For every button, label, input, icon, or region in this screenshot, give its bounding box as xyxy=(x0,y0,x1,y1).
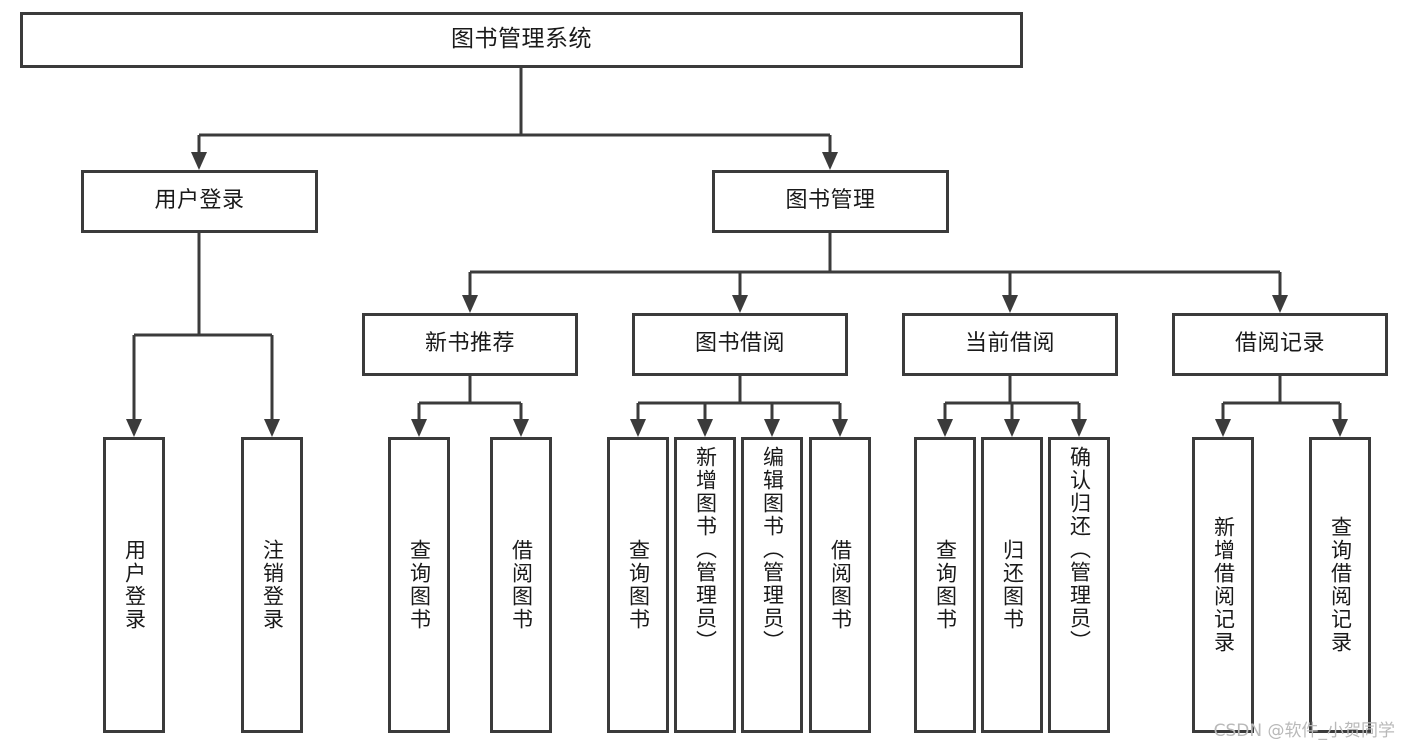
leaf-label: 查询图书 xyxy=(933,539,958,631)
leaf-borrow-record-query[interactable]: 查询借阅记录 xyxy=(1309,437,1371,733)
leaf-new-book-borrow[interactable]: 借阅图书 xyxy=(490,437,552,733)
node-new-book-recommend[interactable]: 新书推荐 xyxy=(362,313,578,376)
leaf-new-book-query[interactable]: 查询图书 xyxy=(388,437,450,733)
leaf-label: 用户登录 xyxy=(122,539,147,631)
leaf-user-login-signin[interactable]: 用户登录 xyxy=(103,437,165,733)
node-root-label: 图书管理系统 xyxy=(451,26,592,53)
leaf-book-borrow-edit[interactable]: 编辑图书（管理员） xyxy=(741,437,803,733)
watermark: CSDN @软件_小贺同学 xyxy=(1213,721,1395,741)
leaf-book-borrow-add[interactable]: 新增图书（管理员） xyxy=(674,437,736,733)
leaf-label: 新增借阅记录 xyxy=(1211,516,1236,654)
leaf-user-login-signout[interactable]: 注销登录 xyxy=(241,437,303,733)
node-book-management-label: 图书管理 xyxy=(785,188,876,214)
node-user-login-label: 用户登录 xyxy=(154,188,245,214)
leaf-label: 查询图书 xyxy=(626,539,651,631)
node-book-borrow-label: 图书借阅 xyxy=(694,331,785,357)
node-current-borrow-label: 当前借阅 xyxy=(964,331,1055,357)
leaf-label: 新增图书（管理员） xyxy=(693,446,718,653)
leaf-current-borrow-confirm-return[interactable]: 确认归还（管理员） xyxy=(1048,437,1110,733)
leaf-label: 查询图书 xyxy=(407,539,432,631)
leaf-label: 编辑图书（管理员） xyxy=(760,446,785,653)
node-root[interactable]: 图书管理系统 xyxy=(20,12,1023,68)
node-user-login[interactable]: 用户登录 xyxy=(81,170,318,233)
node-borrow-record[interactable]: 借阅记录 xyxy=(1172,313,1388,376)
leaf-book-borrow-query[interactable]: 查询图书 xyxy=(607,437,669,733)
leaf-borrow-record-add[interactable]: 新增借阅记录 xyxy=(1192,437,1254,733)
leaf-label: 确认归还（管理员） xyxy=(1067,446,1092,653)
leaf-label: 借阅图书 xyxy=(509,539,534,631)
node-book-borrow[interactable]: 图书借阅 xyxy=(632,313,848,376)
leaf-label: 借阅图书 xyxy=(828,539,853,631)
node-current-borrow[interactable]: 当前借阅 xyxy=(902,313,1118,376)
node-book-management[interactable]: 图书管理 xyxy=(712,170,949,233)
node-new-book-recommend-label: 新书推荐 xyxy=(424,331,515,357)
leaf-label: 注销登录 xyxy=(260,539,285,631)
leaf-current-borrow-return[interactable]: 归还图书 xyxy=(981,437,1043,733)
node-borrow-record-label: 借阅记录 xyxy=(1234,331,1325,357)
leaf-current-borrow-query[interactable]: 查询图书 xyxy=(914,437,976,733)
leaf-label: 归还图书 xyxy=(1000,539,1025,631)
leaf-book-borrow-lend[interactable]: 借阅图书 xyxy=(809,437,871,733)
leaf-label: 查询借阅记录 xyxy=(1328,516,1353,654)
